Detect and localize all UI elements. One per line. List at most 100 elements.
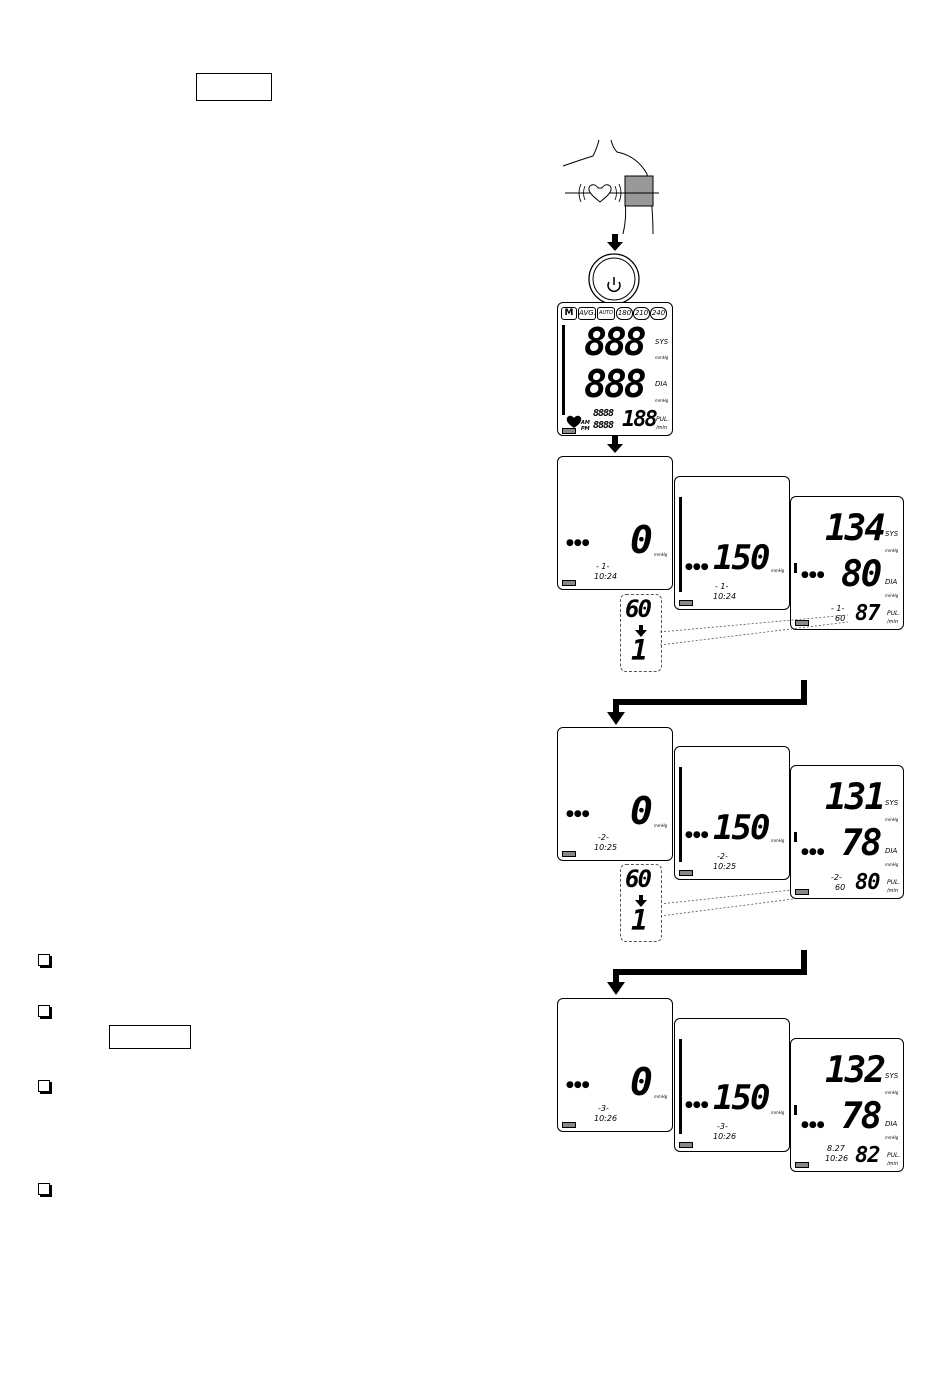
- min-label: /min: [656, 425, 668, 431]
- connector-arrow-icon: [607, 950, 807, 995]
- unit-label: mmHg: [885, 1090, 899, 1095]
- pressure-bar: [679, 767, 682, 862]
- unit-label: mmHg: [654, 1094, 668, 1099]
- measurement-index: -2-: [598, 833, 609, 842]
- unit-label: mmHg: [654, 552, 668, 557]
- cuff-indicator-icon: ●●●: [685, 562, 709, 572]
- connector-arrow-icon: [607, 680, 807, 725]
- battery-icon: [795, 1162, 809, 1168]
- pressure-value: 0: [630, 789, 653, 833]
- measurement-time: 10:25: [594, 843, 618, 852]
- result-date: 8.27: [827, 1144, 845, 1153]
- date-digits: 8888: [593, 408, 614, 419]
- unit-label: mmHg: [885, 862, 899, 867]
- measurement-time: 10:25: [713, 862, 737, 871]
- sys-label: SYS: [885, 799, 899, 807]
- measurement-time: 10:24: [713, 592, 737, 601]
- interval-to: 1: [631, 634, 648, 667]
- interval-value: 60: [835, 883, 846, 892]
- pul-label: PUL.: [887, 1152, 901, 1159]
- measurement-index: -2-: [717, 852, 728, 861]
- measurement-index: -3-: [717, 1122, 728, 1131]
- dia-value: 78: [841, 1096, 882, 1137]
- down-arrow-icon: [635, 625, 647, 637]
- heart-icon: [566, 415, 582, 428]
- cuff-indicator-icon: ●●●: [801, 847, 825, 857]
- pressure-bar: [794, 563, 797, 573]
- checkbox-bullet-2: [38, 1005, 50, 1017]
- interval-zoom-1: 60 1: [620, 594, 662, 672]
- checkbox-bullet-1: [38, 954, 50, 966]
- min-label: /min: [887, 1161, 899, 1167]
- pulse-value: 82: [855, 1143, 880, 1168]
- down-arrow-icon: [607, 234, 623, 251]
- battery-icon: [679, 600, 693, 606]
- lcd-result-2: 131 SYS mmHg ●●● 78 DIA mmHg -2- 60 80 P…: [790, 765, 904, 899]
- cuff-indicator-icon: ●●●: [566, 538, 590, 548]
- lcd-inflating-1: ●●● 150 mmHg - 1- 10:24: [674, 476, 790, 610]
- sys-value: 131: [825, 777, 886, 818]
- lcd-full-display: M AVG. AUTO 180 210 240 888 SYS mmHg 888…: [557, 302, 673, 436]
- lcd-result-1: 134 SYS mmHg ●●● 80 DIA mmHg - 1- 60 87 …: [790, 496, 904, 630]
- interval-zoom-2: 60 1: [620, 864, 662, 942]
- dia-value: 78: [841, 823, 882, 864]
- unit-label: mmHg: [655, 398, 669, 403]
- battery-icon: [795, 889, 809, 895]
- cuff-indicator-icon: ●●●: [566, 809, 590, 819]
- sys-label: SYS: [885, 1072, 899, 1080]
- dia-label: DIA: [885, 1120, 898, 1128]
- measurement-time: 10:26: [713, 1132, 737, 1141]
- interval-to: 1: [631, 904, 648, 937]
- cuff-indicator-icon: ●●●: [685, 1100, 709, 1110]
- power-button-icon[interactable]: [587, 252, 641, 306]
- pressure-value: 150: [713, 538, 770, 578]
- cuff-indicator-icon: ●●●: [801, 1120, 825, 1130]
- pulse-value: 87: [855, 601, 880, 626]
- unit-label: mmHg: [655, 355, 669, 360]
- pressure-bar: [679, 497, 682, 592]
- average-badge: AVG.: [578, 307, 596, 320]
- result-time: 10:26: [825, 1154, 849, 1163]
- pressure-210-badge: 210: [633, 307, 650, 320]
- sys-digits: 888: [584, 320, 647, 364]
- dia-label: DIA: [655, 380, 668, 388]
- lcd-start-1: ●●● 0 mmHg - 1- 10:24: [557, 456, 673, 590]
- measurement-time: 10:24: [594, 572, 618, 581]
- lcd-inflating-2: ●●● 150 mmHg -2- 10:25: [674, 746, 790, 880]
- unit-label: mmHg: [885, 593, 899, 598]
- pulse-digits: 188: [622, 407, 658, 432]
- pul-label: PUL.: [656, 416, 670, 423]
- lcd-inflating-3: ●●● 150 mmHg -3- 10:26: [674, 1018, 790, 1152]
- measurement-index: -2-: [831, 873, 842, 882]
- battery-icon: [562, 428, 576, 434]
- time-digits: 8888: [593, 420, 614, 431]
- battery-icon: [562, 1122, 576, 1128]
- dia-label: DIA: [885, 847, 898, 855]
- unit-label: mmHg: [771, 568, 785, 573]
- pressure-bar: [679, 1039, 682, 1134]
- battery-icon: [679, 870, 693, 876]
- pressure-value: 0: [630, 1060, 653, 1104]
- pressure-bar: [794, 832, 797, 842]
- arm-cuff-icon: [562, 139, 659, 235]
- checkbox-bullet-4: [38, 1183, 50, 1195]
- interval-value: 60: [835, 614, 846, 623]
- placeholder-box-middle: [109, 1025, 191, 1049]
- pressure-bar: [562, 325, 565, 415]
- down-arrow-icon: [607, 436, 623, 453]
- pressure-value: 150: [713, 1078, 770, 1118]
- lcd-start-3: ●●● 0 mmHg -3- 10:26: [557, 998, 673, 1132]
- checkbox-bullet-3: [38, 1080, 50, 1092]
- pul-label: PUL.: [887, 610, 901, 617]
- lcd-result-3: 132 SYS mmHg ●●● 78 DIA mmHg 8.27 10:26 …: [790, 1038, 904, 1172]
- sys-label: SYS: [885, 530, 899, 538]
- measurement-time: 10:26: [594, 1114, 618, 1123]
- pressure-240-badge: 240: [650, 307, 667, 320]
- sys-value: 132: [825, 1050, 886, 1091]
- down-arrow-icon: [635, 895, 647, 907]
- auto-badge: AUTO: [597, 307, 615, 320]
- am-label: AM: [581, 420, 590, 426]
- pressure-value: 150: [713, 808, 770, 848]
- unit-label: mmHg: [885, 1135, 899, 1140]
- interval-from: 60: [625, 865, 652, 893]
